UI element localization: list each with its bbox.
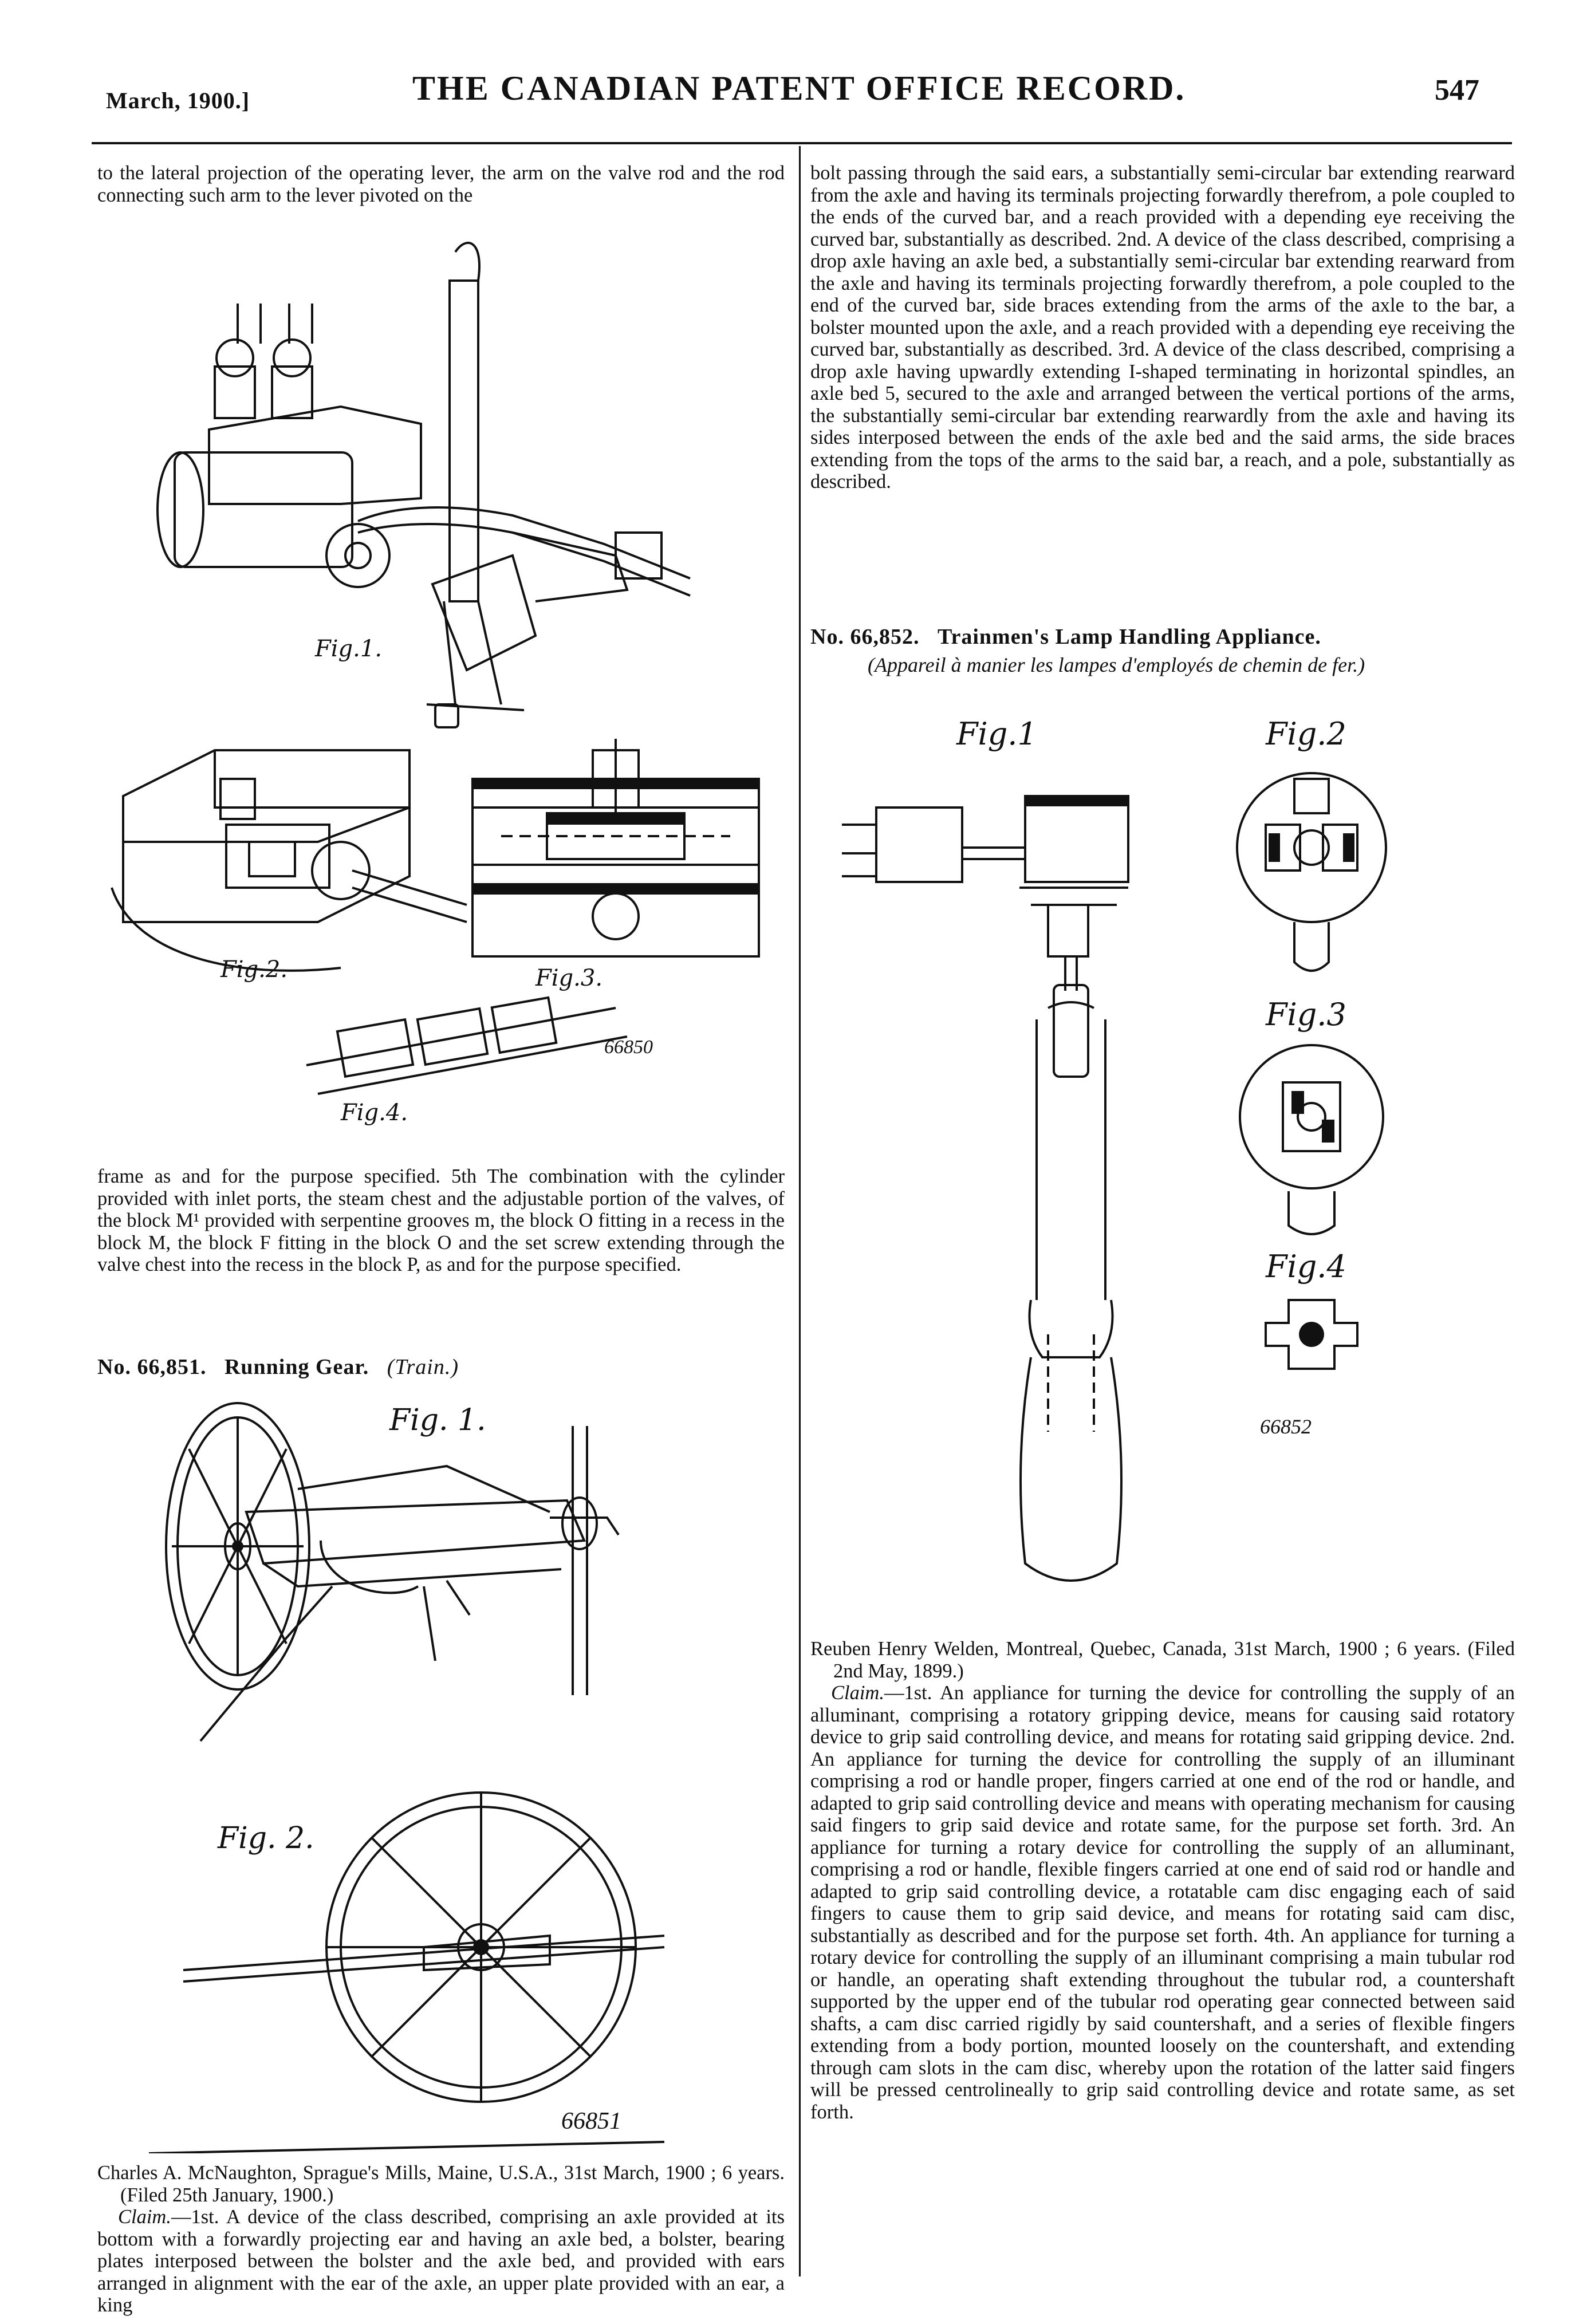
patent-66851-title: Running Gear.: [224, 1355, 369, 1379]
patent-66852-body: Reuben Henry Welden, Montreal, Quebec, C…: [810, 1638, 1515, 2123]
figure-66850-drawing: [111, 242, 760, 1095]
patent-66852-claim: Claim.—1st. An appliance for turning the…: [810, 1682, 1515, 2123]
patent-number-66851: 66851: [561, 2108, 621, 2134]
patent-66852-claim-label: Claim.: [831, 1682, 884, 1704]
patent-66852-subtitle: (Appareil à manier les lampes d'employés…: [868, 653, 1365, 676]
fig2-label-66851: Fig. 2.: [218, 1821, 314, 1856]
patent-66851-claim: Claim.—1st. A device of the class descri…: [97, 2206, 785, 2317]
patent-66852-title: Trainmen's Lamp Handling Appliance.: [937, 625, 1321, 649]
right-top-text: bolt passing through the said ears, a su…: [810, 162, 1515, 493]
patent-66851-heading: No. 66,851. Running Gear. (Train.): [97, 1354, 459, 1380]
figure-66851-drawing: [149, 1402, 665, 2153]
column-divider: [799, 146, 801, 2276]
patent-66851-subtitle: (Train.): [387, 1355, 459, 1379]
fig4-label-66850: Fig.4.: [341, 1100, 408, 1126]
fig1-label-66851: Fig. 1.: [389, 1403, 486, 1437]
left-continuation-text: frame as and for the purpose specified. …: [97, 1165, 785, 1275]
header-title: THE CANADIAN PATENT OFFICE RECORD.: [412, 69, 1186, 107]
patent-66851-claim-text: —1st. A device of the class described, c…: [97, 2206, 785, 2316]
fig3-label-66850: Fig.3.: [535, 965, 603, 991]
patent-number-66852: 66852: [1260, 1415, 1312, 1438]
patent-66851-inventor: Charles A. McNaughton, Sprague's Mills, …: [97, 2162, 785, 2206]
figure-66852: Fig.1 Fig.2 Fig.3 Fig.4 66852: [842, 716, 1506, 1621]
fig2-label-66852: Fig.2: [1266, 716, 1346, 752]
header-rule: [92, 142, 1512, 144]
patent-66852-heading: No. 66,852. Trainmen's Lamp Handling App…: [810, 624, 1321, 649]
patent-number-66850: 66850: [604, 1037, 653, 1058]
fig1-label-66852: Fig.1: [956, 716, 1037, 752]
figure-66851: Fig. 1. Fig. 2. 66851: [149, 1397, 756, 2153]
patent-66851-body: Charles A. McNaughton, Sprague's Mills, …: [97, 2162, 785, 2317]
fig2-label-66850: Fig.2.: [220, 956, 288, 983]
patent-66852-inventor: Reuben Henry Welden, Montreal, Quebec, C…: [810, 1638, 1515, 1682]
patent-66851-number: No. 66,851.: [97, 1355, 207, 1379]
fig1-label-66850: Fig.1.: [315, 636, 383, 662]
fig4-label-66852: Fig.4: [1266, 1248, 1346, 1285]
header-page-number: 547: [1435, 74, 1479, 107]
figure-66850: Fig.1. Fig.2. Fig.3. Fig.4. 66850: [100, 235, 787, 1128]
patent-66851-claim-label: Claim.: [118, 2206, 171, 2228]
patent-66852-number: No. 66,852.: [810, 625, 920, 649]
patent-66852-claim-text: —1st. An appliance for turning the devic…: [810, 1682, 1515, 2123]
fig3-label-66852: Fig.3: [1266, 996, 1346, 1033]
header-date: March, 1900.]: [106, 88, 250, 113]
left-top-text: to the lateral projection of the operati…: [97, 162, 785, 206]
figure-66852-drawing: [842, 772, 1387, 1582]
